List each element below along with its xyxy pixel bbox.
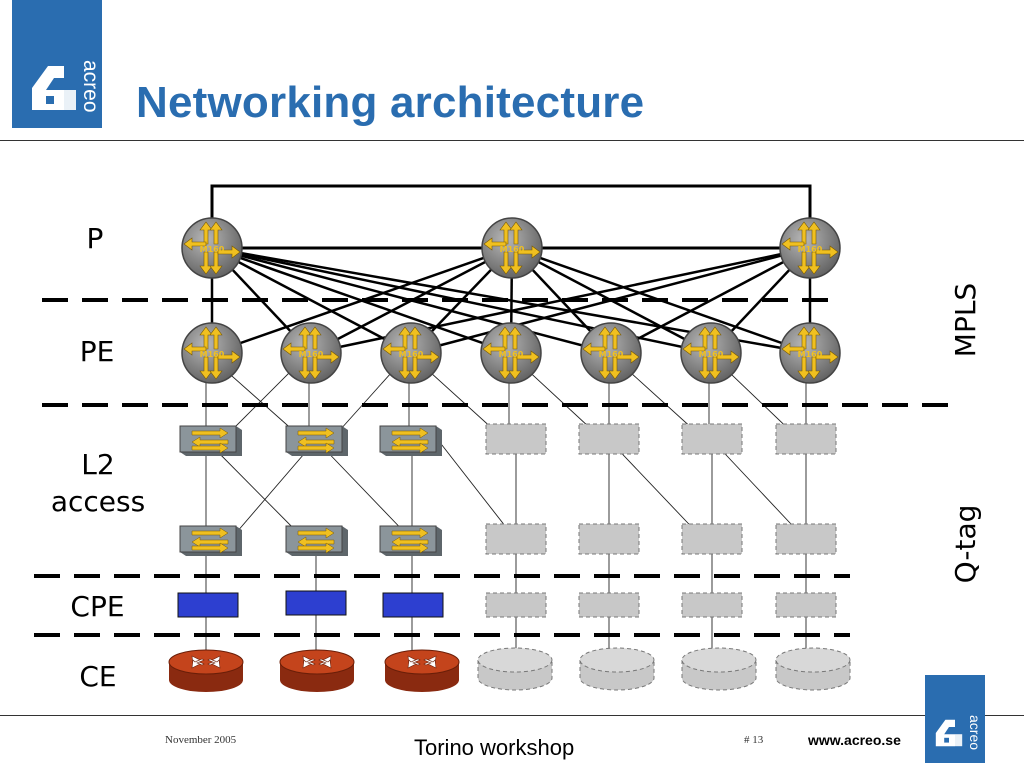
side-label-mpls: MPLS	[949, 282, 982, 358]
ce-placeholder	[681, 647, 757, 691]
logo-wordmark: acreo	[79, 60, 102, 113]
l2-placeholder	[681, 423, 743, 455]
footer-event: Torino workshop	[414, 735, 575, 760]
cpe-placeholder	[578, 592, 640, 618]
footer-rule	[0, 715, 1024, 716]
acreo-logo-small: acreo	[925, 675, 985, 763]
acreo-mark-icon	[32, 66, 76, 110]
layer-separators	[34, 298, 960, 637]
router-model-label: M160	[499, 350, 524, 359]
l2-switch	[285, 425, 349, 457]
layer-label-l2: L2	[81, 448, 115, 481]
router-model-label: M160	[399, 350, 424, 359]
ce-placeholder	[579, 647, 655, 691]
ce-placeholder	[775, 647, 851, 691]
l2-switch	[285, 525, 349, 557]
access-links	[205, 352, 807, 672]
header-rule	[0, 140, 1024, 141]
layer-label-access: access	[50, 485, 146, 518]
acreo-mark-icon	[935, 719, 963, 747]
acreo-logo: acreo	[12, 0, 102, 128]
ce-placeholder	[477, 647, 553, 691]
layer-label-pe: PE	[79, 335, 115, 368]
footer-date: November 2005	[165, 734, 237, 746]
router-model-label: M160	[299, 350, 324, 359]
l2-placeholder	[485, 523, 547, 555]
l2-placeholder	[578, 523, 640, 555]
footer-url: www.acreo.se	[808, 732, 901, 748]
cpe-device	[382, 592, 444, 618]
layer-label-ce: CE	[79, 660, 117, 693]
network-diagram: M160 M160 M160 M160 M160 M160 M160 M160 …	[34, 184, 960, 693]
layer-label-cpe: CPE	[70, 590, 125, 623]
side-label-qtag: Q-tag	[949, 504, 982, 584]
logo-wordmark: acreo	[967, 715, 983, 751]
l2-switch	[179, 425, 243, 457]
page-title: Networking architecture	[136, 78, 645, 127]
l2-placeholder	[775, 423, 837, 455]
l2-placeholder	[681, 523, 743, 555]
router-model-label: M160	[200, 245, 225, 254]
l2-switch	[179, 525, 243, 557]
cpe-device	[177, 592, 239, 618]
router-model-label: M160	[200, 350, 225, 359]
cpe-placeholder	[681, 592, 743, 618]
l2-switch	[379, 525, 443, 557]
l2-placeholder	[485, 423, 547, 455]
ce-router	[168, 649, 244, 693]
ce-router	[384, 649, 460, 693]
ce-router	[279, 649, 355, 693]
router-model-label: M160	[798, 245, 823, 254]
l2-switch	[379, 425, 443, 457]
router-model-label: M160	[699, 350, 724, 359]
layer-label-p: P	[86, 222, 104, 255]
router-model-label: M160	[500, 245, 525, 254]
l2-placeholder	[578, 423, 640, 455]
router-model-label: M160	[798, 350, 823, 359]
cpe-device	[285, 590, 347, 616]
cpe-placeholder	[485, 592, 547, 618]
cpe-placeholder	[775, 592, 837, 618]
footer-page-number: # 13	[744, 734, 764, 746]
router-model-label: M160	[599, 350, 624, 359]
l2-placeholder	[775, 523, 837, 555]
